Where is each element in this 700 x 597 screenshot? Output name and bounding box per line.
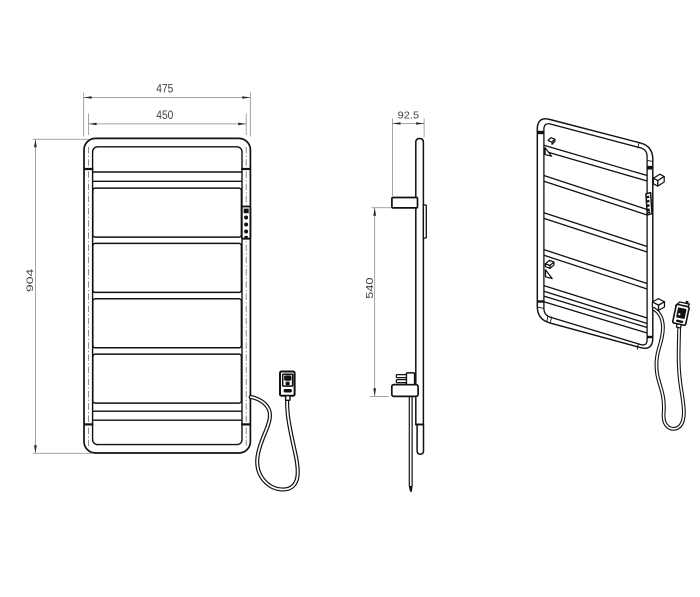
svg-text:475: 475 xyxy=(156,83,173,95)
svg-text:450: 450 xyxy=(156,110,173,122)
svg-text:904: 904 xyxy=(25,269,36,292)
svg-text:540: 540 xyxy=(365,277,376,299)
svg-text:92.5: 92.5 xyxy=(398,110,420,122)
